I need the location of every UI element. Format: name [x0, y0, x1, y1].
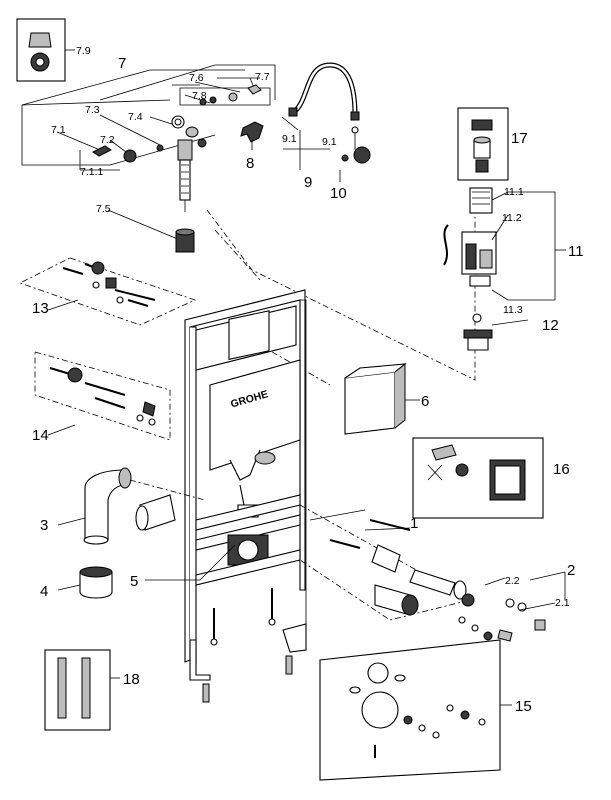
- label-13: 13: [32, 300, 49, 317]
- label-9-1-right: 9.1: [322, 136, 337, 148]
- label-12: 12: [542, 317, 559, 334]
- label-16: 16: [553, 461, 570, 478]
- label-7-8: 7.8: [192, 90, 207, 102]
- seal-kit-17: [457, 107, 509, 181]
- part-labels: 7.9 7 7.6 7.7 7.8 7.3 7.4 7.1 7.2 7.1.1 …: [32, 45, 584, 715]
- drain-bend-3: [57, 467, 132, 545]
- dashed-connectors: [206, 205, 476, 386]
- label-9-1-left: 9.1: [282, 133, 297, 145]
- fixing-kit-14: [34, 351, 171, 441]
- pipe-set-1-2: [299, 504, 566, 642]
- label-11-1: 11.1: [504, 186, 524, 198]
- label-2-1: 2.1: [555, 597, 570, 609]
- label-7-6: 7.6: [189, 72, 204, 84]
- fixing-kit-13: [18, 257, 197, 326]
- valve-assembly-7: [92, 84, 262, 253]
- label-7-7: 7.7: [255, 71, 270, 83]
- label-10: 10: [330, 185, 347, 202]
- label-7-2: 7.2: [100, 134, 115, 146]
- label-5: 5: [130, 573, 138, 590]
- hose-9: [281, 62, 360, 170]
- label-7-4: 7.4: [128, 111, 143, 123]
- label-15: 15: [515, 698, 532, 715]
- label-8: 8: [246, 155, 254, 172]
- valve-knob-10: [339, 146, 371, 182]
- label-7-1-1: 7.1.1: [80, 166, 104, 178]
- label-7-5: 7.5: [96, 203, 111, 215]
- label-3: 3: [40, 517, 48, 534]
- label-7-1: 7.1: [51, 124, 66, 136]
- label-2-2: 2.2: [505, 575, 520, 587]
- actuator-plate-16: [412, 437, 544, 519]
- protective-box-6: [344, 362, 420, 435]
- label-11: 11: [568, 243, 584, 260]
- installation-frame: GROHE: [184, 289, 307, 703]
- label-1: 1: [410, 515, 418, 532]
- wrench-8: [240, 121, 264, 150]
- label-6: 6: [421, 393, 429, 410]
- label-7: 7: [118, 55, 126, 72]
- label-18: 18: [123, 671, 140, 688]
- sound-insulation-pad-15: [319, 639, 512, 781]
- drain-valve-12: [463, 313, 529, 351]
- label-17: 17: [511, 130, 528, 147]
- group-7-outline: [21, 64, 276, 166]
- label-4: 4: [40, 583, 48, 600]
- label-7-3: 7.3: [85, 104, 100, 116]
- label-14: 14: [32, 427, 49, 444]
- label-7-9: 7.9: [76, 45, 91, 57]
- label-9: 9: [304, 174, 312, 191]
- leader-lines-7: [56, 77, 256, 241]
- flush-valve-11: [443, 187, 566, 301]
- inset-7-9: [16, 18, 75, 82]
- leaders-5: [145, 544, 236, 581]
- label-11-2: 11.2: [502, 212, 522, 224]
- label-11-3: 11.3: [503, 304, 523, 316]
- connector-sleeve: [129, 479, 206, 531]
- label-2: 2: [567, 562, 575, 579]
- bracket-set-18: [44, 649, 120, 731]
- cap-4: [57, 566, 113, 599]
